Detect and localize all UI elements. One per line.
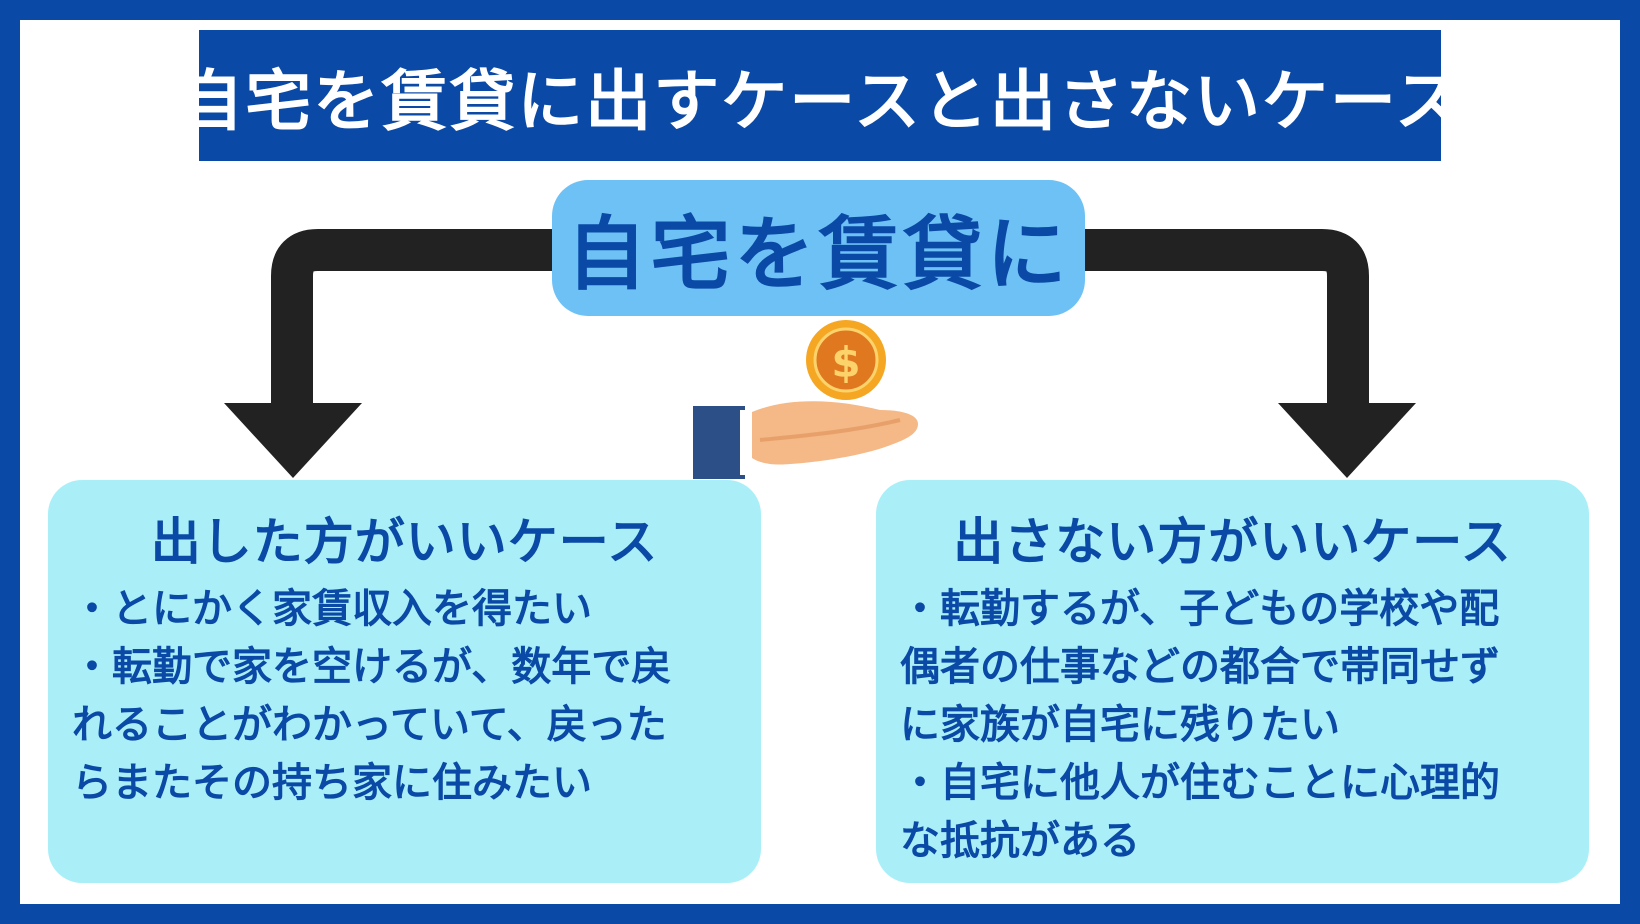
list-item: ・転勤するが、子どもの学校や配 bbox=[900, 586, 1500, 632]
not-recommended-case-box: 出さない方がいいケース ・転勤するが、子どもの学校や配 偶者の仕事などの都合で帯… bbox=[876, 480, 1589, 883]
page-title: 自宅を賃貸に出すケースと出さないケース bbox=[177, 62, 1463, 140]
list-item: ・転勤で家を空けるが、数年で戻 bbox=[72, 644, 672, 690]
title-banner: 自宅を賃貸に出すケースと出さないケース bbox=[177, 30, 1461, 161]
arrow-right-down-icon bbox=[1080, 229, 1416, 478]
not-recommended-case-heading: 出さない方がいいケース bbox=[953, 513, 1512, 571]
list-item: ・とにかく家賃収入を得たい bbox=[72, 586, 592, 632]
recommended-case-list: ・とにかく家賃収入を得たい ・転勤で家を空けるが、数年で戻 れることがわかってい… bbox=[72, 580, 742, 812]
svg-text:$: $ bbox=[831, 338, 860, 387]
list-item: らまたその持ち家に住みたい bbox=[72, 760, 592, 806]
list-item: 偶者の仕事などの都合で帯同せず bbox=[900, 644, 1500, 690]
hand-icon bbox=[693, 401, 918, 479]
recommended-case-box: 出した方がいいケース ・とにかく家賃収入を得たい ・転勤で家を空けるが、数年で戻… bbox=[48, 480, 761, 883]
recommended-case-heading: 出した方がいいケース bbox=[150, 513, 659, 571]
list-item: ・自宅に他人が住むことに心理的 bbox=[900, 760, 1500, 806]
coin-dollar-icon: $ bbox=[806, 320, 886, 400]
list-item: に家族が自宅に残りたい bbox=[900, 702, 1340, 748]
list-item: れることがわかっていて、戻った bbox=[72, 702, 667, 748]
arrow-left-down-icon bbox=[224, 229, 560, 478]
list-item: な抵抗がある bbox=[900, 818, 1140, 864]
center-label: 自宅を賃貸に bbox=[566, 208, 1071, 301]
not-recommended-case-list: ・転勤するが、子どもの学校や配 偶者の仕事などの都合で帯同せず に家族が自宅に残… bbox=[900, 580, 1570, 870]
center-label-pill: 自宅を賃貸に bbox=[552, 180, 1085, 316]
